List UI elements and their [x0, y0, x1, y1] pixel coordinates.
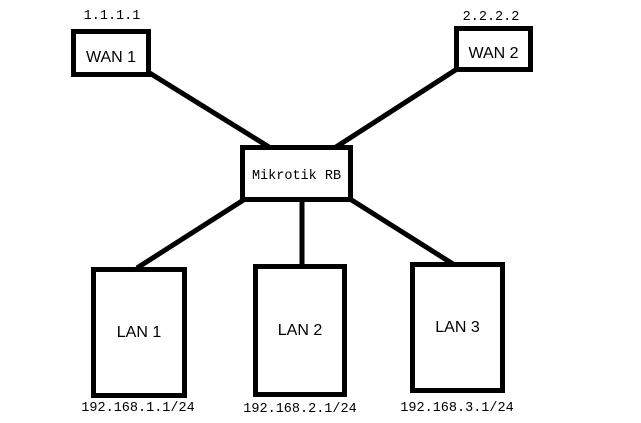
edge-router-lan1 — [135, 196, 247, 271]
edge-wan1-router — [146, 69, 271, 150]
node-lan1: LAN 1 — [91, 267, 187, 398]
node-lan1-label: LAN 1 — [116, 323, 162, 341]
lan1-ip-label: 192.168.1.1/24 — [81, 401, 195, 416]
lan3-ip-label: 192.168.3.1/24 — [400, 401, 514, 416]
node-router: Mikrotik RB — [240, 145, 353, 202]
wan1-ip-label: 1.1.1.1 — [83, 9, 141, 24]
edge-wan2-router — [334, 66, 459, 150]
node-wan1-label: WAN 1 — [85, 48, 137, 66]
node-wan1: WAN 1 — [71, 29, 151, 77]
node-wan2-label: WAN 2 — [468, 44, 519, 62]
edge-router-lan3 — [348, 196, 455, 267]
node-lan3: LAN 3 — [410, 262, 505, 393]
node-wan2: WAN 2 — [454, 26, 533, 72]
node-router-label: Mikrotik RB — [251, 168, 342, 184]
node-lan2: LAN 2 — [253, 264, 347, 397]
node-lan3-label: LAN 3 — [435, 318, 480, 336]
node-lan2-label: LAN 2 — [277, 321, 323, 339]
wan2-ip-label: 2.2.2.2 — [462, 10, 520, 25]
lan2-ip-label: 192.168.2.1/24 — [243, 402, 357, 417]
